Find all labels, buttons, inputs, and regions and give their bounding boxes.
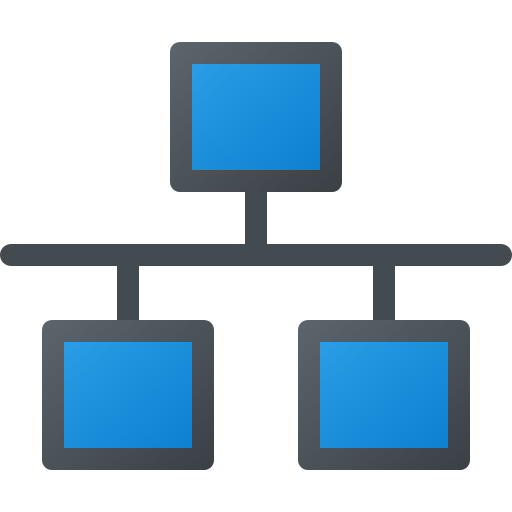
bottom-left-node — [42, 320, 214, 470]
bottom-left-node-screen — [64, 342, 192, 448]
bottom-right-node — [298, 320, 470, 470]
top-node-screen — [192, 64, 320, 170]
top-node — [170, 42, 342, 192]
bottom-right-node-screen — [320, 342, 448, 448]
connector-lines — [0, 175, 512, 337]
